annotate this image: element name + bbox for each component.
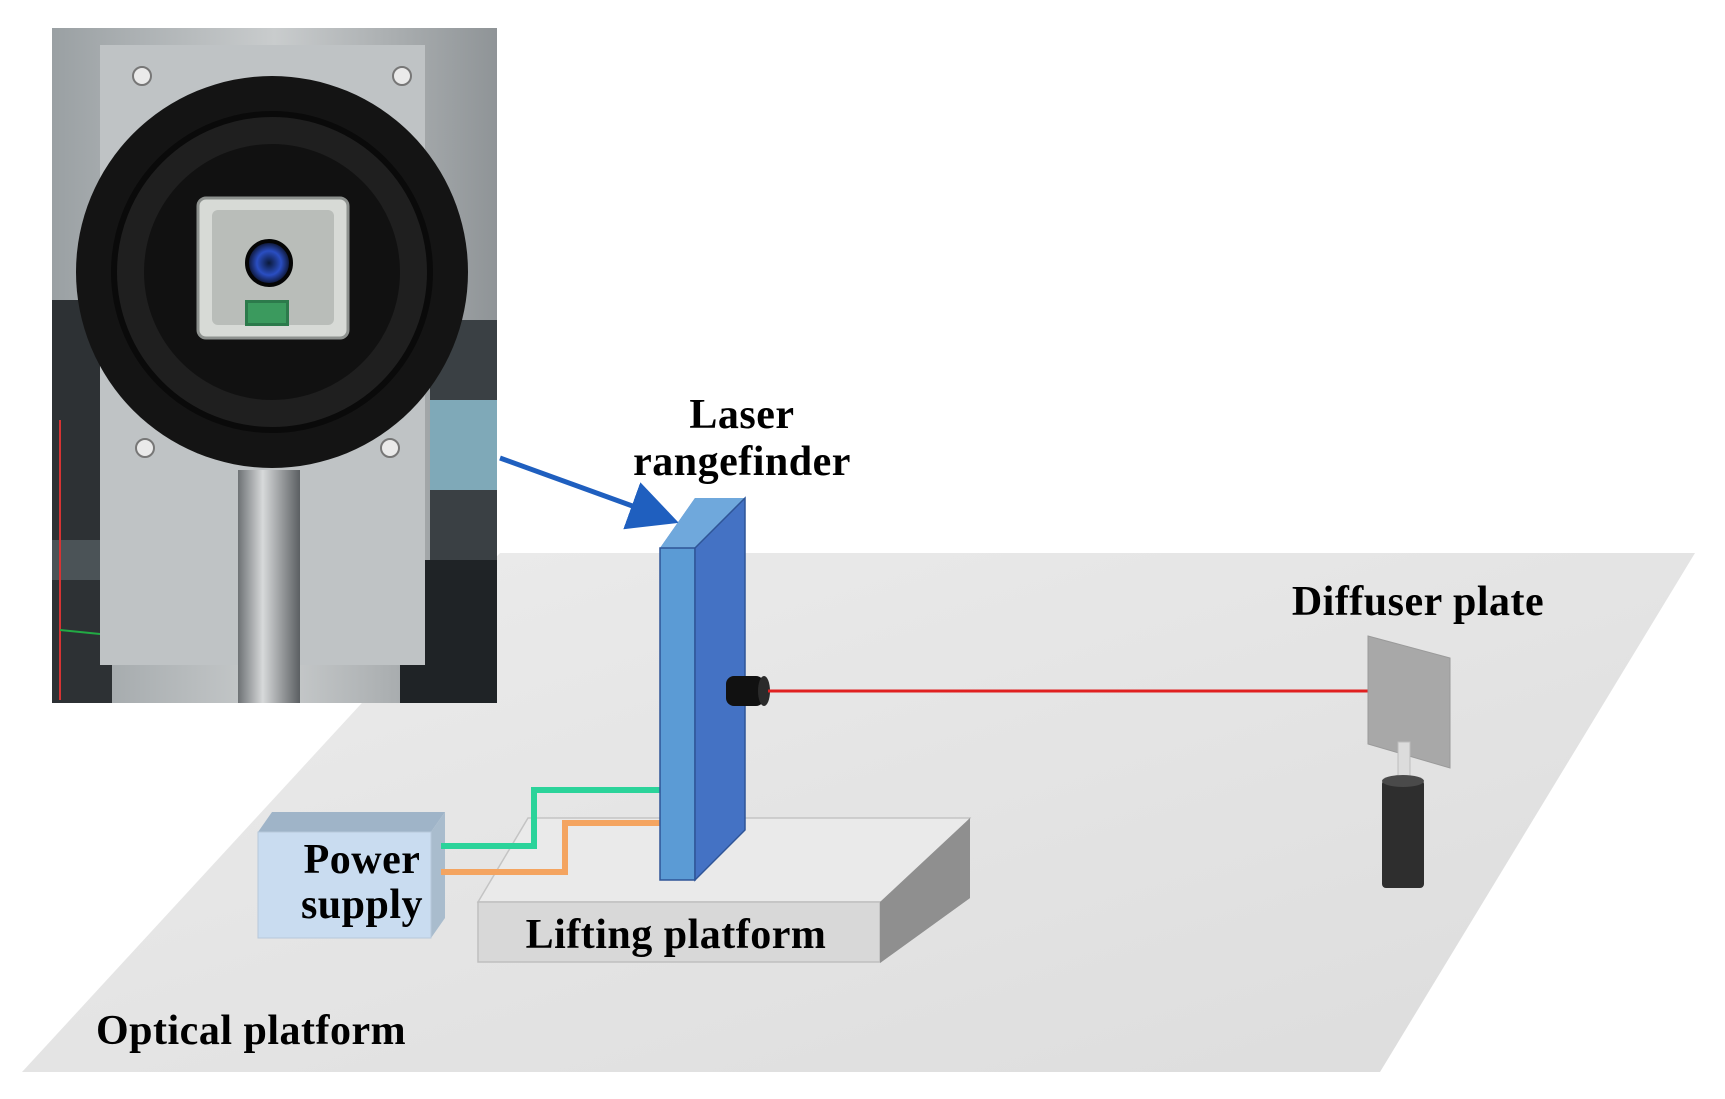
power-label-line1: Power (304, 837, 421, 883)
lifting-label: Lifting platform (526, 912, 827, 958)
diffuser-label: Diffuser plate (1292, 579, 1544, 625)
lifting-platform (476, 817, 972, 963)
power-label-line2: supply (301, 882, 423, 928)
laser-label-line2: rangefinder (633, 439, 851, 485)
diffuser-plate (1367, 635, 1451, 888)
cable-green (441, 787, 663, 849)
optical-label: Optical platform (96, 1008, 406, 1054)
cable-orange (441, 820, 663, 875)
laser-rangefinder-photo (52, 28, 497, 703)
laser-label-line1: Laser (689, 392, 794, 438)
laser-rangefinder (659, 496, 770, 882)
pointer-arrow (499, 455, 679, 530)
